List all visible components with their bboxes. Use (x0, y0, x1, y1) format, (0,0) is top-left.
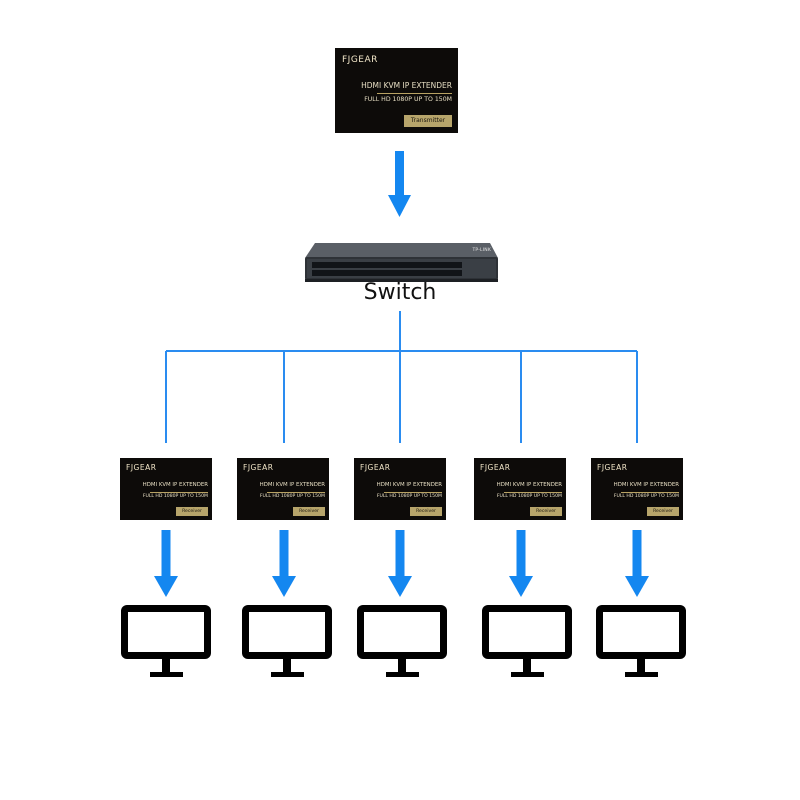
receiver-brand: FJGEAR (243, 463, 274, 472)
receiver-product-title: HDMI KVM IP EXTENDER (496, 482, 562, 488)
receiver-device-3: FJGEAR HDMI KVM IP EXTENDER FULL HD 1080… (354, 458, 446, 520)
monitor-icon (121, 605, 211, 677)
receiver-product-spec: FULL HD 1080P UP TO 150M (376, 494, 442, 499)
arrow-rx-to-monitor-2 (272, 530, 296, 597)
switch-label: Switch (363, 280, 437, 305)
transmitter-product-title: HDMI KVM IP EXTENDER (361, 81, 452, 90)
receiver-tag: Receiver (410, 507, 442, 516)
receiver-product-spec: FULL HD 1080P UP TO 150M (613, 494, 679, 499)
monitor-icon (357, 605, 447, 677)
receiver-tag: Receiver (530, 507, 562, 516)
arrow-tx-to-switch (388, 151, 411, 217)
receiver-brand: FJGEAR (480, 463, 511, 472)
receiver-product-title: HDMI KVM IP EXTENDER (376, 482, 442, 488)
transmitter-product-spec: FULL HD 1080P UP TO 150M (364, 96, 452, 103)
receiver-divider (384, 492, 442, 493)
switch-overlay: TP-LINK (303, 240, 499, 282)
monitor-icon (242, 605, 332, 677)
receiver-divider (621, 492, 679, 493)
receiver-divider (150, 492, 208, 493)
distribution-lines (165, 311, 638, 443)
receiver-tag: Receiver (293, 507, 325, 516)
arrow-rx-to-monitor-1 (154, 530, 178, 597)
transmitter-device: FJGEAR HDMI KVM IP EXTENDER FULL HD 1080… (335, 48, 458, 133)
receiver-device-1: FJGEAR HDMI KVM IP EXTENDER FULL HD 1080… (120, 458, 212, 520)
switch-ports (312, 262, 462, 276)
receiver-divider (267, 492, 325, 493)
receiver-device-2: FJGEAR HDMI KVM IP EXTENDER FULL HD 1080… (237, 458, 329, 520)
receiver-product-title: HDMI KVM IP EXTENDER (142, 482, 208, 488)
switch-brand: TP-LINK (472, 248, 491, 253)
receiver-tag: Receiver (647, 507, 679, 516)
transmitter-divider (377, 93, 452, 94)
receiver-brand: FJGEAR (597, 463, 628, 472)
network-switch (305, 243, 498, 282)
receiver-product-spec: FULL HD 1080P UP TO 150M (259, 494, 325, 499)
receiver-device-5: FJGEAR HDMI KVM IP EXTENDER FULL HD 1080… (591, 458, 683, 520)
receiver-brand: FJGEAR (360, 463, 391, 472)
receiver-product-title: HDMI KVM IP EXTENDER (613, 482, 679, 488)
arrow-rx-to-monitor-5 (625, 530, 649, 597)
transmitter-brand: FJGEAR (342, 55, 378, 65)
arrow-rx-to-monitor-4 (509, 530, 533, 597)
monitor-icon (596, 605, 686, 677)
receiver-device-4: FJGEAR HDMI KVM IP EXTENDER FULL HD 1080… (474, 458, 566, 520)
receiver-tag: Receiver (176, 507, 208, 516)
receiver-divider (504, 492, 562, 493)
receiver-product-title: HDMI KVM IP EXTENDER (259, 482, 325, 488)
receiver-product-spec: FULL HD 1080P UP TO 150M (142, 494, 208, 499)
receiver-brand: FJGEAR (126, 463, 157, 472)
monitor-icon (482, 605, 572, 677)
receiver-product-spec: FULL HD 1080P UP TO 150M (496, 494, 562, 499)
arrow-rx-to-monitor-3 (388, 530, 412, 597)
transmitter-tag: Transmitter (404, 115, 452, 127)
